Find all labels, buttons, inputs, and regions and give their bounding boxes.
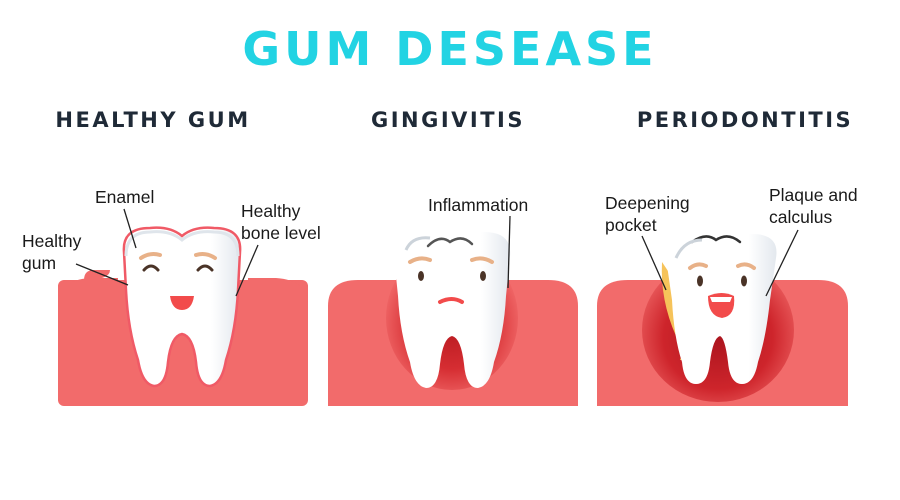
heading-gingivitis: GINGIVITIS [370, 108, 525, 132]
label-healthy-gum: Healthy gum [22, 231, 82, 273]
label-plaque-calculus: Plaque and calculus [769, 185, 858, 227]
heading-healthy-gum: HEALTHY GUM [55, 108, 251, 132]
label-bone-level: Healthy bone level [241, 201, 321, 243]
label-deepening-pocket: Deepening pocket [605, 193, 690, 235]
healthy-gum-block [58, 280, 308, 406]
heading-periodontitis: PERIODONTITIS [636, 108, 854, 132]
page-title: GUM DESEASE [242, 22, 658, 76]
label-enamel: Enamel [95, 187, 155, 207]
healthy-tooth [122, 226, 242, 388]
gingivitis-tooth [393, 231, 511, 388]
label-inflammation: Inflammation [428, 195, 529, 215]
periodontitis-tooth [665, 233, 777, 384]
